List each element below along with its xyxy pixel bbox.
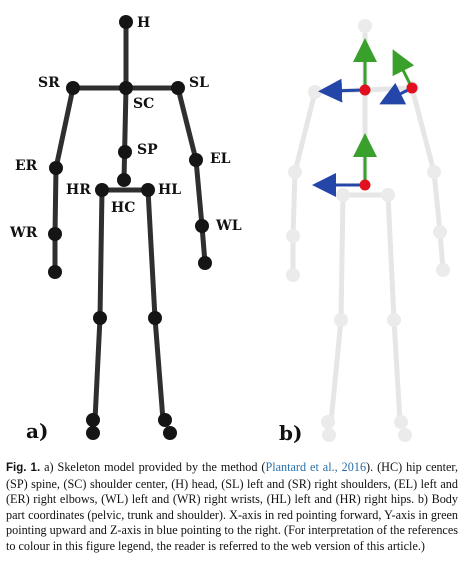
joint-label-sl: SL xyxy=(189,75,209,91)
panel-b-label: b) xyxy=(279,421,303,445)
figure: H SL SR SC SP EL ER HR HL HC WL WR xyxy=(9,15,450,445)
skeleton-a xyxy=(52,19,208,423)
caption-text-2: ). (HC) hip center, (SP) spine, (SC) sho… xyxy=(6,460,458,553)
joint-label-hl: HL xyxy=(158,182,181,198)
skeleton-a-joints xyxy=(48,15,212,440)
joint-label-sc: SC xyxy=(133,96,154,112)
figure-caption: Fig. 1. a) Skeleton model provided by th… xyxy=(6,460,458,555)
caption-label: Fig. 1. xyxy=(6,462,41,474)
panel-a-label: a) xyxy=(26,419,49,443)
skeleton-a-labels: H SL SR SC SP EL ER HR HL HC WL WR xyxy=(9,15,242,241)
frame-shoulder xyxy=(318,38,377,103)
joint-label-h: H xyxy=(137,15,150,31)
joint-label-er: ER xyxy=(15,158,38,174)
joint-label-el: EL xyxy=(210,151,231,167)
skeleton-b-joints xyxy=(286,19,450,442)
caption-text-1: a) Skeleton model provided by the method… xyxy=(40,460,266,474)
caption-citation-link[interactable]: Plantard et al., 2016 xyxy=(265,460,367,474)
joint-label-sp: SP xyxy=(137,142,158,158)
joint-label-hr: HR xyxy=(66,182,91,198)
frame-trunk-right xyxy=(379,49,418,105)
frame-pelvis xyxy=(312,133,377,197)
joint-label-wr: WR xyxy=(9,225,38,241)
joint-label-wl: WL xyxy=(215,218,242,234)
joint-label-sr: SR xyxy=(38,75,60,91)
figure-svg: H SL SR SC SP EL ER HR HL HC WL WR xyxy=(9,15,450,442)
joint-label-hc: HC xyxy=(111,200,135,216)
